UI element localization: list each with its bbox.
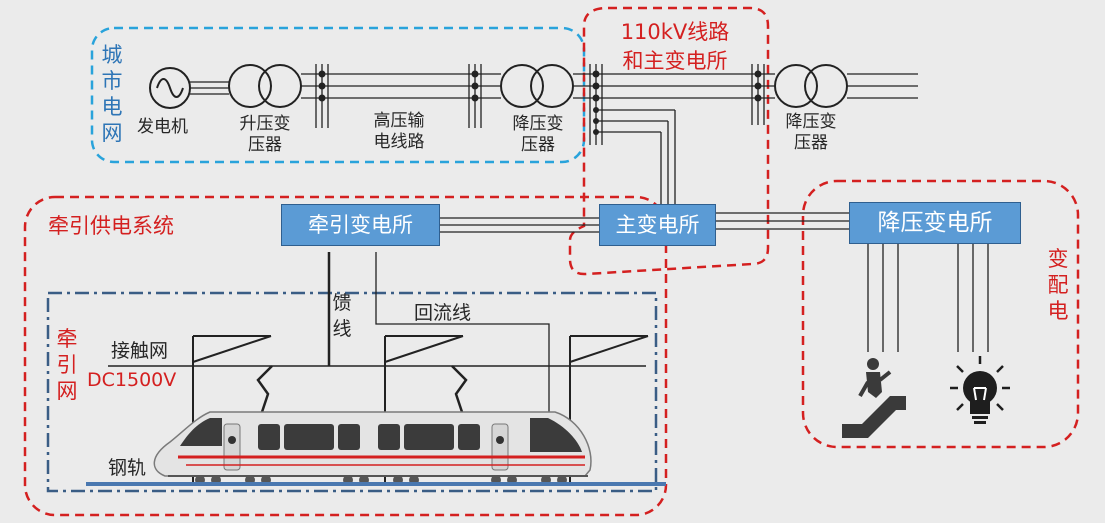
train-window-6 — [458, 424, 480, 450]
train — [153, 365, 592, 485]
main-substation-region-label: 和主变电所 — [622, 49, 728, 73]
main-substation-box: 主变电所 — [599, 204, 716, 246]
step-up-transformer-coil-2 — [258, 64, 302, 108]
train-nose-left — [180, 418, 222, 446]
traction-network-region — [46, 291, 658, 493]
train-door-2 — [491, 423, 509, 471]
catenary-voltage-label: DC1500V — [87, 369, 177, 391]
distribution-label: 变配电 — [1047, 247, 1069, 323]
feeder-label: 馈线 — [332, 292, 352, 340]
hv-line-label: 高压输电线路 — [373, 111, 425, 152]
rail-label: 钢轨 — [108, 457, 147, 479]
substation-links — [375, 212, 989, 480]
return-line-label: 回流线 — [414, 302, 472, 324]
traction-system-label: 牵引供电系统 — [48, 214, 174, 238]
main-substation-region — [568, 6, 770, 276]
step-down-substation-box: 降压变电所 — [849, 202, 1021, 244]
train-window-2 — [284, 424, 334, 450]
escalator-icon — [842, 358, 906, 438]
generator-label: 发电机 — [137, 117, 188, 137]
city-grid-label: 城市电网 — [101, 43, 123, 145]
traction-network-label: 牵引网 — [56, 327, 78, 403]
train-window-1 — [258, 424, 280, 450]
traction-system-region — [23, 195, 668, 517]
traction-substation-box: 牵引变电所 — [281, 204, 440, 246]
train-door-1 — [223, 423, 241, 471]
catenary-label: 接触网 — [111, 340, 169, 362]
step-down-transformer-right-label: 降压变压器 — [785, 112, 837, 153]
step-down-transformer-grid-coil-2 — [530, 64, 574, 108]
junction-dots — [318, 70, 762, 135]
train-window-4 — [378, 424, 400, 450]
step-down-transformer-grid-label: 降压变压器 — [512, 114, 564, 155]
line-110kv-label: 110kV线路 — [620, 20, 730, 44]
train-window-5 — [404, 424, 454, 450]
pantograph-2 — [451, 365, 468, 413]
train-window-3 — [338, 424, 360, 450]
step-down-transformer-right-coil-2 — [804, 64, 848, 108]
generator-sine — [156, 78, 184, 98]
step-up-transformer-label: 升压变压器 — [239, 114, 291, 155]
train-nose-right — [530, 418, 582, 452]
light-bulb-icon — [950, 356, 1010, 424]
step-up-transformer-coil-1 — [228, 64, 272, 108]
pantograph-1 — [256, 365, 273, 413]
distribution-region — [801, 179, 1080, 449]
